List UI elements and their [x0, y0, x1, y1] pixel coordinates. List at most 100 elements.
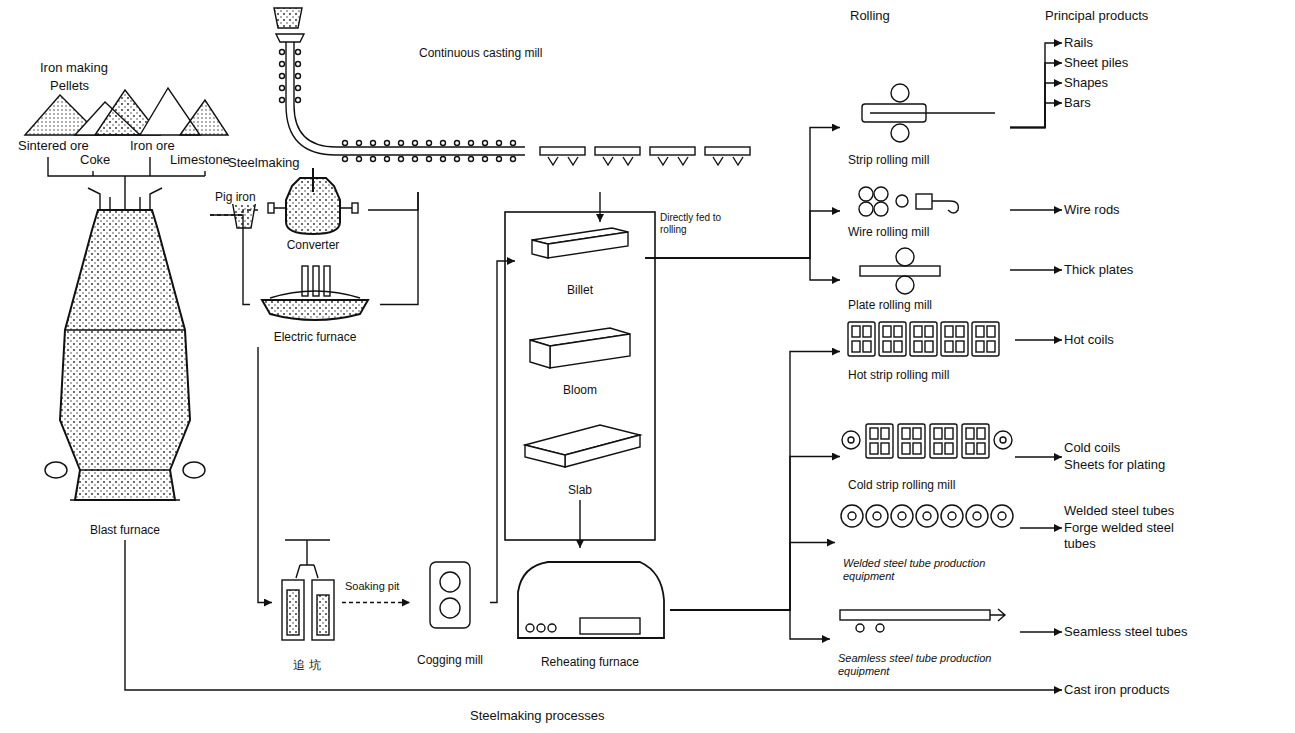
strip-mill-drawing-part	[891, 124, 909, 142]
plate-mill-drawing-part	[896, 248, 914, 266]
soaking-pit-drawing-part	[282, 580, 304, 640]
soaking-pit-drawing	[282, 540, 334, 640]
rolling-mill-node: Strip rolling mill	[840, 85, 1010, 170]
flow-connector	[670, 543, 835, 611]
welded-tube-equipment-drawing-part	[991, 505, 1013, 527]
bloom-drawing	[530, 328, 630, 368]
equipment-label: Bloom	[563, 383, 597, 398]
flow-note: Directly fed to rolling	[660, 212, 722, 236]
reheating-furnace-drawing-part	[518, 562, 664, 638]
hot-strip-mill-drawing-part	[848, 322, 875, 356]
flow-connector	[490, 261, 515, 603]
rolling-mill-node: Plate rolling mill	[840, 245, 1010, 315]
product-label: Wire rods	[1064, 202, 1120, 219]
hot-strip-mill-drawing-part	[883, 326, 891, 337]
hot-strip-mill-drawing-part	[941, 322, 968, 356]
continuous-caster-drawing-part	[441, 141, 446, 146]
wire-mill-drawing-part	[916, 194, 932, 209]
bloom-drawing-part	[550, 334, 630, 368]
welded-tube-equipment-drawing-part	[866, 505, 888, 527]
cold-strip-mill-drawing-part	[934, 443, 942, 454]
product-label: Seamless steel tubes	[1064, 624, 1188, 641]
material-label: Limestone	[170, 152, 230, 168]
wire-mill-drawing-part	[874, 202, 888, 216]
billet-drawing-part	[532, 240, 548, 258]
seamless-tube-equipment-drawing-part	[990, 609, 1005, 621]
continuous-caster-drawing-part	[650, 147, 695, 155]
welded-tube-equipment-drawing-part	[973, 512, 981, 520]
continuous-caster-drawing-part	[511, 141, 516, 146]
billet-drawing	[532, 228, 628, 258]
cold-strip-mill-drawing-part	[945, 428, 953, 439]
electric-furnace-drawing-part	[262, 300, 368, 320]
flow-connector	[258, 347, 272, 603]
section-heading: Principal products	[1045, 8, 1148, 24]
equipment-label: Billet	[567, 283, 593, 298]
converter-drawing-part	[274, 207, 352, 208]
continuous-caster-drawing-part	[296, 74, 301, 79]
soaking-pit-drawing-part	[312, 580, 334, 640]
product-label: Bars	[1064, 95, 1091, 112]
flow-connector	[1010, 209, 1062, 210]
product-label: Hot coils	[1064, 332, 1114, 349]
product-node: Welded steel tubesForge welded steel tub…	[1062, 503, 1201, 554]
wire-mill-drawing-part	[859, 187, 873, 201]
slab-node: Slab	[515, 420, 645, 500]
continuous-caster-drawing-part	[413, 157, 418, 162]
continuous-caster-drawing-part	[511, 157, 516, 162]
hot-strip-mill-drawing	[848, 322, 999, 356]
blast-furnace-drawing-part	[60, 210, 190, 500]
seamless-tube-equipment-drawing-part	[840, 610, 990, 620]
flow-connector	[342, 602, 410, 603]
continuous-caster-drawing-part	[455, 157, 460, 162]
flow-connector	[670, 352, 840, 611]
welded-tube-equipment-drawing-part	[948, 512, 956, 520]
hot-strip-mill-drawing-part	[987, 341, 995, 352]
cold-strip-mill-drawing-part	[881, 428, 889, 439]
blast-furnace-drawing-part	[70, 499, 180, 500]
connector-label: Pig iron	[214, 190, 257, 204]
semi-product-frame	[505, 212, 655, 540]
equipment-label: Slab	[568, 483, 592, 498]
cold-strip-mill-drawing-part	[977, 428, 985, 439]
strip-mill-drawing	[862, 84, 995, 142]
cogging-mill-drawing	[430, 562, 470, 628]
plate-mill-drawing	[860, 248, 940, 294]
hot-strip-mill-drawing-part	[910, 322, 937, 356]
rolling-mill-node: Wire rolling mill	[840, 180, 1010, 242]
continuous-casting-mill-node: Continuous casting mill	[405, 40, 770, 192]
continuous-caster-drawing-part	[658, 157, 688, 165]
material-label: Sintered ore	[18, 138, 89, 154]
product-label: Sheets for plating	[1064, 457, 1165, 474]
strip-mill-drawing-part	[870, 112, 995, 113]
product-node: Bars	[1062, 95, 1093, 112]
section-heading: Steelmaking	[228, 155, 300, 171]
welded-tube-equipment-drawing-part	[966, 505, 988, 527]
cold-strip-mill-drawing-part	[898, 424, 925, 458]
continuous-caster-drawing-part	[280, 86, 285, 91]
reheating-furnace-drawing	[518, 562, 664, 638]
equipment-label: Welded steel tube production equipment	[843, 557, 1008, 583]
hot-strip-mill-drawing-part	[976, 341, 984, 352]
flow-connector	[599, 192, 600, 222]
reheating-furnace-drawing-part	[526, 624, 534, 632]
wire-mill-drawing	[859, 187, 958, 216]
equipment-label: Continuous casting mill	[419, 46, 542, 61]
equipment-label: Wire rolling mill	[848, 225, 929, 240]
continuous-caster-drawing-part	[296, 98, 301, 103]
hot-strip-mill-drawing-part	[894, 341, 902, 352]
cogging-mill-drawing-part	[440, 572, 460, 592]
continuous-caster-drawing-part	[705, 147, 750, 155]
continuous-caster-drawing-part	[357, 141, 362, 146]
slab-drawing-part	[525, 445, 565, 467]
equipment-label: Cold strip rolling mill	[848, 478, 955, 493]
hot-strip-mill-drawing-part	[956, 341, 964, 352]
flow-connector	[1010, 269, 1062, 270]
connector-label: Soaking pit	[344, 580, 400, 593]
flow-connector	[1015, 339, 1062, 340]
cold-strip-mill-drawing-part	[945, 443, 953, 454]
flow-connector	[579, 500, 580, 548]
welded-tube-equipment-drawing-part	[923, 512, 931, 520]
